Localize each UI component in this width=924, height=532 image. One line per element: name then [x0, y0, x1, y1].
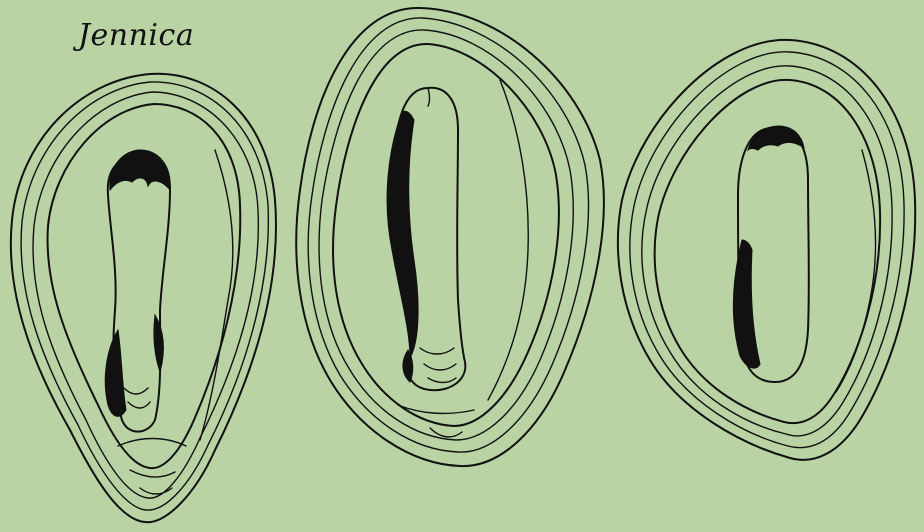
seed-section-right [618, 40, 915, 460]
inner-membrane [488, 80, 528, 400]
basal-tissue [118, 439, 186, 495]
seed-section-center [296, 8, 604, 466]
basal-tissue [398, 405, 474, 437]
inner-membrane [200, 150, 233, 440]
seed-section-left [11, 74, 276, 522]
inner-membrane [836, 150, 876, 392]
